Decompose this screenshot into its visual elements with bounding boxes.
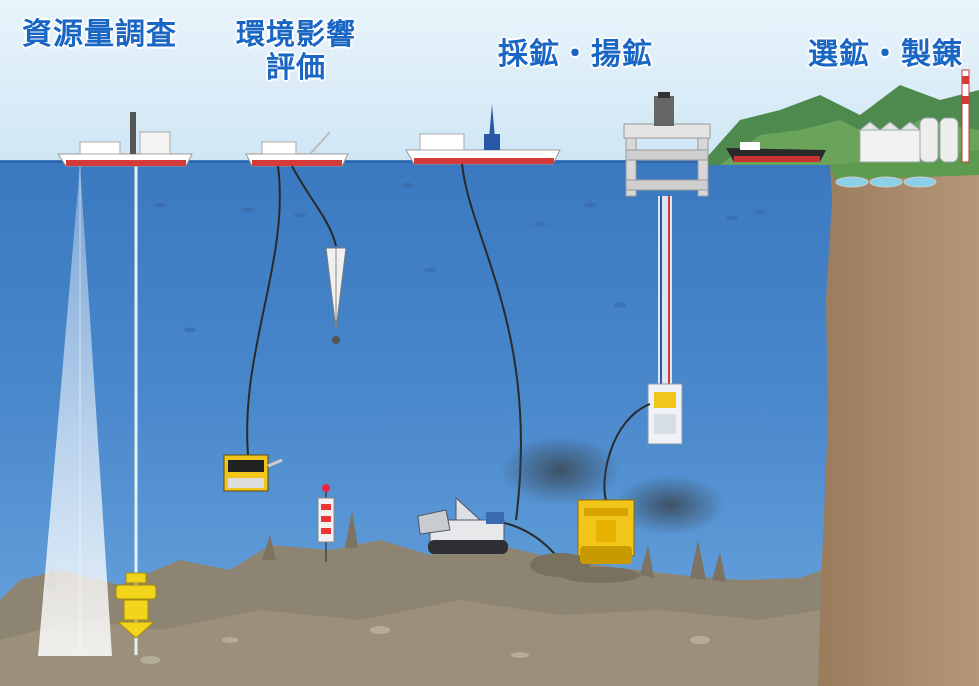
mining-machine-icon [417, 496, 508, 554]
lift-pump-icon [647, 383, 683, 445]
mining-ship-icon [405, 104, 561, 165]
label-environmental-assessment: 環境影響 評価 [236, 17, 357, 85]
factory-icon [835, 69, 970, 188]
rov-icon [223, 454, 283, 492]
rov-cable [246, 165, 281, 456]
label-processing-smelting: 選鉱・製錬 [808, 37, 963, 73]
offshore-platform-icon [623, 92, 711, 197]
label-env-line2: 評価 [266, 50, 327, 85]
sonar-beam-icon [38, 165, 112, 656]
label-mining-lifting-text: 採鉱・揚鉱 [498, 37, 653, 72]
cargo-ship-icon [726, 142, 826, 162]
monitoring-station-icon [317, 484, 335, 562]
sampler-icon [325, 247, 347, 344]
seafloor-drill-icon [115, 572, 157, 639]
label-resource-survey: 資源量調査 [22, 17, 177, 53]
label-mining-lifting: 採鉱・揚鉱 [498, 37, 653, 73]
label-resource-survey-text: 資源量調査 [22, 17, 177, 52]
survey-ship-icon [57, 112, 193, 167]
cliff [818, 150, 979, 686]
riser-pipe [658, 196, 672, 384]
collector-icon [577, 499, 635, 564]
fish-school-icon [154, 182, 766, 333]
label-processing-smelting-text: 選鉱・製錬 [808, 37, 963, 72]
sampler-cable [291, 165, 337, 247]
env-ship-icon [245, 131, 349, 167]
label-env-line1: 環境影響 [236, 17, 357, 51]
